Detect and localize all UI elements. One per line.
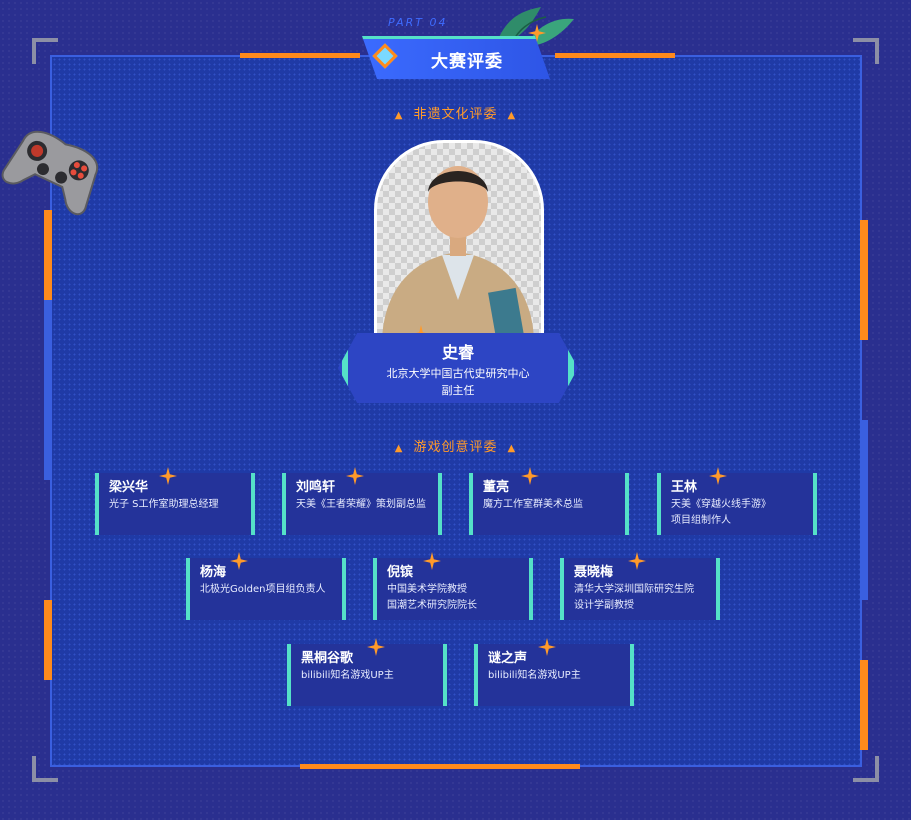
frame-corner — [32, 756, 58, 782]
part-label: PART 04 — [388, 16, 448, 29]
judge-title: 北京大学中国古代史研究中心 — [386, 367, 530, 380]
frame-accent — [860, 420, 868, 600]
frame-accent — [860, 220, 868, 340]
frame-corner — [853, 756, 879, 782]
game-controller-icon — [1, 130, 99, 216]
judge-card: 杨海 北极光Golden项目组负责人 — [186, 552, 346, 620]
judge-card: 王林 天美《穿越火线手游》 项目组制作人 — [657, 467, 817, 535]
frame-accent — [44, 600, 52, 680]
person-silhouette-icon — [382, 166, 534, 340]
featured-judge-portrait — [372, 140, 544, 340]
judge-card: 刘鸣轩 天美《王者荣耀》策划副总监 — [282, 467, 442, 535]
judge-card: 倪镔 中国美术学院教授 国潮艺术研究院院长 — [373, 552, 533, 620]
triangle-icon: ▲ — [394, 443, 404, 454]
judge-role: 光子 S工作室助理总经理 — [109, 499, 219, 510]
judge-role: 天美《穿越火线手游》 — [671, 499, 771, 510]
judge-role: 中国美术学院教授 — [387, 584, 467, 595]
section-title-heritage: ▲非遗文化评委▲ — [394, 107, 517, 122]
judge-role: bilibili知名游戏UP主 — [301, 670, 394, 681]
frame-corner — [32, 38, 58, 64]
judge-name: 刘鸣轩 — [296, 480, 336, 495]
judge-name: 史睿 — [441, 343, 474, 362]
card-edge — [568, 343, 574, 393]
judge-role: 魔方工作室群美术总监 — [483, 499, 583, 510]
judge-title: 副主任 — [441, 384, 475, 397]
judge-name: 黑桐谷歌 — [301, 651, 354, 666]
judge-name: 王林 — [671, 480, 698, 495]
judge-role: 清华大学深圳国际研究生院 — [574, 584, 694, 595]
judge-name: 聂晓梅 — [574, 565, 614, 580]
judge-role: 项目组制作人 — [671, 515, 731, 526]
judge-role: 国潮艺术研究院院长 — [387, 600, 477, 611]
judge-name: 梁兴华 — [109, 480, 149, 495]
judge-name: 董亮 — [483, 480, 510, 495]
judge-name: 杨海 — [200, 565, 227, 580]
judge-name: 谜之声 — [488, 651, 528, 666]
triangle-icon: ▲ — [507, 110, 517, 121]
frame-corner — [853, 38, 879, 64]
section-title-game: ▲游戏创意评委▲ — [394, 440, 517, 455]
judge-name: 倪镔 — [387, 565, 414, 580]
judge-card: 董亮 魔方工作室群美术总监 — [469, 467, 629, 535]
triangle-icon: ▲ — [394, 110, 404, 121]
triangle-icon: ▲ — [507, 443, 517, 454]
frame-accent — [44, 300, 52, 480]
judge-role: bilibili知名游戏UP主 — [488, 670, 581, 681]
featured-judge-card: 史睿 北京大学中国古代史研究中心 副主任 — [338, 333, 578, 403]
page-title: 大赛评委 — [431, 51, 503, 72]
frame-accent — [44, 210, 52, 300]
judge-card: 聂晓梅 清华大学深圳国际研究生院 设计学副教授 — [560, 552, 720, 620]
judge-role: 设计学副教授 — [574, 600, 634, 611]
judge-card: 梁兴华 光子 S工作室助理总经理 — [95, 467, 255, 535]
judge-role: 天美《王者荣耀》策划副总监 — [296, 499, 426, 510]
judge-card: 谜之声 bilibili知名游戏UP主 — [474, 638, 634, 706]
judge-card: 黑桐谷歌 bilibili知名游戏UP主 — [287, 638, 447, 706]
card-edge — [342, 343, 348, 393]
frame-accent — [240, 53, 360, 58]
judge-role: 北极光Golden项目组负责人 — [200, 584, 326, 595]
section-header-badge: 大赛评委 — [362, 36, 550, 79]
frame-accent — [300, 764, 580, 769]
frame-accent — [555, 53, 675, 58]
diamond-icon — [372, 43, 398, 69]
frame-accent — [860, 660, 868, 750]
